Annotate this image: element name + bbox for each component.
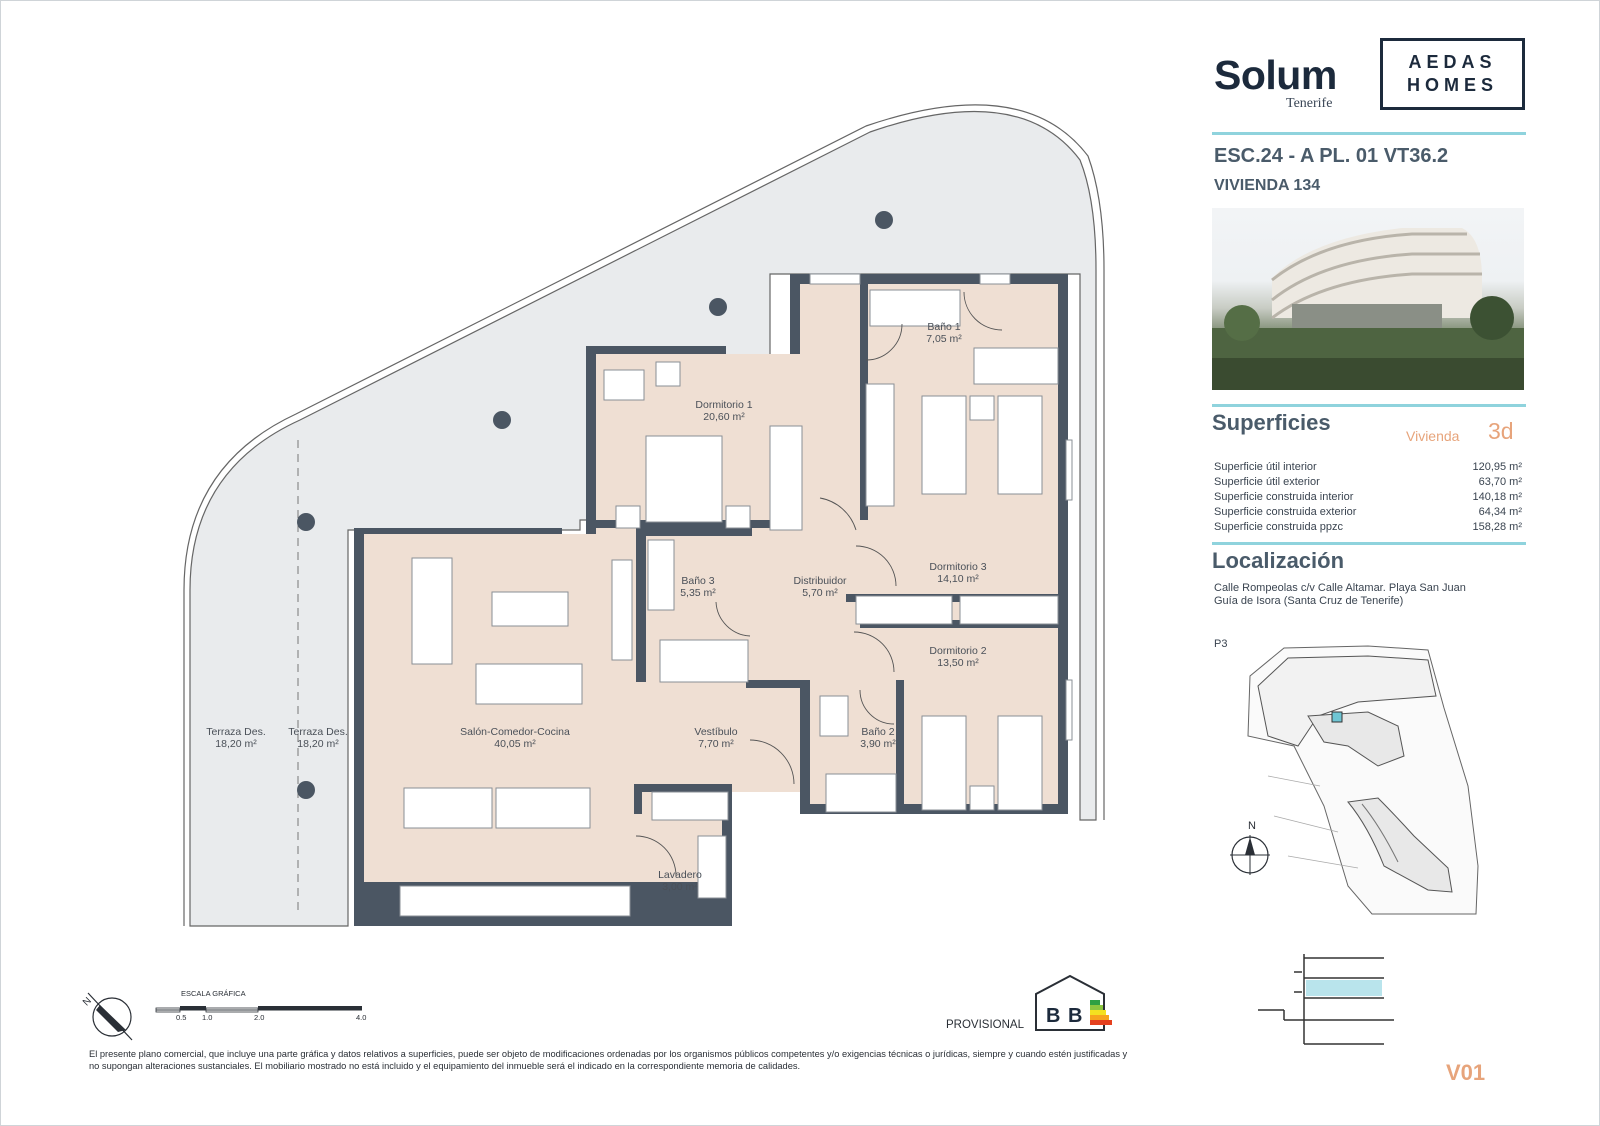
- room-area-label: 18,20 m²: [297, 738, 339, 750]
- room-name-label: Baño 1: [927, 321, 960, 333]
- room-name-label: Baño 3: [681, 575, 714, 587]
- scale-tick: 2.0: [254, 1013, 265, 1022]
- site-plan-map: [1247, 645, 1479, 915]
- scale-bar: [155, 1006, 362, 1013]
- floor-plan: Baño 17,05 m² Dormitorio 120,60 m² Dormito…: [81, 104, 1112, 1041]
- disclaimer-text: El presente plano comercial, que incluye…: [89, 1049, 1128, 1071]
- unit-code: ESC.24 - A PL. 01 VT36.2: [1214, 145, 1449, 167]
- room-name-label: Dormitorio 2: [929, 645, 986, 657]
- room-name-label: Salón-Comedor-Cocina: [460, 726, 570, 738]
- room-area-label: 5,35 m²: [680, 587, 716, 599]
- tenerife-logo-text: Tenerife: [1286, 96, 1333, 111]
- plant-label: P3: [1214, 638, 1228, 650]
- room-name-label: Lavadero: [658, 869, 702, 881]
- address-line: Calle Rompeolas c/v Calle Altamar. Playa…: [1214, 582, 1466, 594]
- room-area-label: 20,60 m²: [703, 411, 745, 423]
- divider: [1212, 404, 1526, 407]
- room-area-label: 3,90 m²: [860, 738, 896, 750]
- room-area-label: 14,10 m²: [937, 573, 979, 585]
- energy-label-icon: B B: [1035, 974, 1112, 1031]
- room-name-label: Vestíbulo: [694, 726, 737, 738]
- energy-rating-emissions: B: [1068, 1005, 1082, 1027]
- aedas-logo-line: AEDAS: [1408, 52, 1497, 72]
- room-name-label: Baño 2: [861, 726, 894, 738]
- room-area-label: 13,50 m²: [937, 657, 979, 669]
- unit-number: VIVIENDA 134: [1214, 177, 1321, 194]
- room-area-label: 5,70 m²: [802, 587, 838, 599]
- building-section-diagram: [1258, 954, 1394, 1045]
- aedas-homes-logo: AEDAS HOMES: [1380, 38, 1525, 110]
- divider: [1212, 132, 1526, 135]
- room-area-label: 3,00 m²: [662, 881, 698, 893]
- energy-rating-consumption: B: [1046, 1005, 1060, 1027]
- room-area-label: 7,05 m²: [926, 333, 962, 345]
- room-name-label: Distribuidor: [793, 575, 847, 587]
- room-area-label: 40,05 m²: [494, 738, 536, 750]
- room-name-label: Dormitorio 1: [695, 399, 752, 411]
- solum-logo: Solum: [1214, 52, 1337, 98]
- divider: [1212, 542, 1526, 545]
- north-arrow-icon: N: [81, 992, 133, 1041]
- scale-tick: 4.0: [356, 1013, 367, 1022]
- compass-icon: [1230, 835, 1270, 875]
- scale-tick: 0.5: [176, 1013, 187, 1022]
- scale-tick: 1.0: [202, 1013, 213, 1022]
- building-photo: [1212, 208, 1524, 390]
- vivienda-label: Vivienda: [1406, 428, 1460, 444]
- room-name-label: Dormitorio 3: [929, 561, 986, 573]
- localizacion-title: Localización: [1212, 548, 1345, 573]
- room-name-label: Terraza Des.: [206, 726, 266, 738]
- scale-title: ESCALA GRÁFICA: [181, 989, 246, 998]
- room-name-label: Terraza Des.: [288, 726, 348, 738]
- version-label: V01: [1446, 1060, 1486, 1085]
- vivienda-type: 3d: [1488, 418, 1514, 444]
- room-area-label: 18,20 m²: [215, 738, 257, 750]
- homes-logo-line: HOMES: [1406, 75, 1498, 95]
- address-line: Guía de Isora (Santa Cruz de Tenerife): [1214, 595, 1404, 607]
- superficies-title: Superficies: [1212, 410, 1331, 435]
- site-north-label: N: [1248, 820, 1256, 832]
- room-area-label: 7,70 m²: [698, 738, 734, 750]
- provisional-label: PROVISIONAL: [946, 1019, 1024, 1031]
